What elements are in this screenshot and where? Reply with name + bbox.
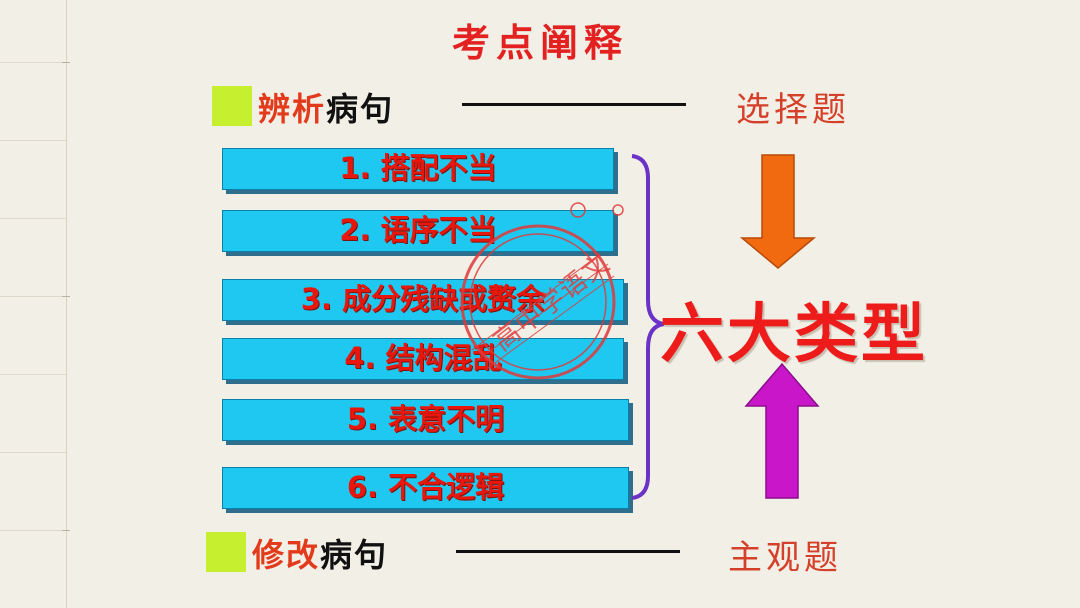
margin-line [0, 452, 66, 453]
top-row-label: 辨析病句 [258, 84, 394, 130]
margin-tick [62, 62, 70, 63]
bottom-row-label: 修改病句 [252, 530, 388, 576]
margin-line [0, 374, 66, 375]
green-marker [212, 86, 252, 126]
watermark-stamp [460, 202, 624, 380]
up-arrow-icon [744, 362, 820, 499]
margin-rule [66, 0, 67, 608]
top-row-verb: 辨析 [258, 90, 327, 128]
bottom-row-noun: 病句 [320, 536, 389, 574]
type-bar-6: 6. 不合逻辑 [222, 467, 629, 509]
connector-line [462, 103, 686, 106]
bottom-row-verb: 修改 [252, 536, 321, 574]
connector-line [456, 550, 680, 553]
type-bar-3: 3. 成分残缺或赘余 [222, 279, 624, 321]
slide-title: 考点阐释 [451, 20, 628, 65]
top-row-noun: 病句 [326, 90, 395, 128]
top-question-type: 选择题 [736, 90, 850, 130]
margin-tick [62, 530, 70, 531]
bottom-question-type: 主观题 [728, 538, 842, 578]
type-bar-5: 5. 表意不明 [222, 399, 629, 441]
margin-line [0, 296, 66, 297]
margin-tick [62, 296, 70, 297]
green-marker [206, 532, 246, 572]
margin-line [0, 218, 66, 219]
type-bar-1: 1. 搭配不当 [222, 148, 614, 190]
margin-line [0, 530, 66, 531]
margin-line [0, 62, 66, 63]
down-arrow-icon [739, 154, 817, 269]
margin-line [0, 140, 66, 141]
six-types-label: 六大类型 [660, 298, 928, 372]
type-bar-2: 2. 语序不当 [222, 210, 614, 252]
curly-brace [631, 154, 665, 500]
